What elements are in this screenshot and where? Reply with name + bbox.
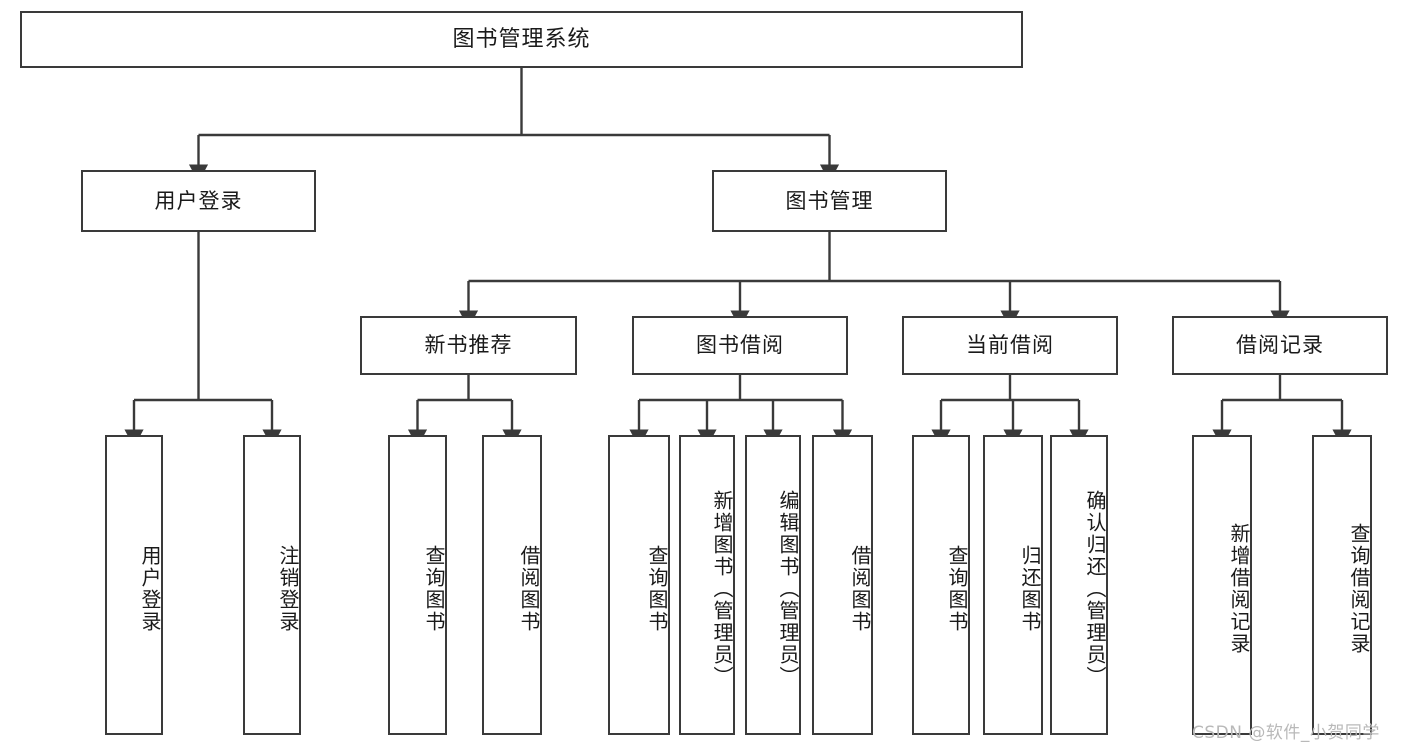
- node-l1: 用户登录: [105, 435, 163, 735]
- node-l9: 查询图书: [912, 435, 970, 735]
- node-label: 当前借阅: [966, 333, 1054, 358]
- node-label: 新书推荐: [424, 333, 513, 358]
- node-label: 图书借阅: [696, 333, 784, 358]
- node-label: 查询借阅记录: [1347, 523, 1371, 655]
- node-records: 借阅记录: [1172, 316, 1388, 375]
- node-label: 查询图书: [645, 545, 669, 633]
- node-l7: 编辑图书（管理员）: [745, 435, 801, 735]
- node-l11: 确认归还（管理员）: [1050, 435, 1108, 735]
- node-label: 归还图书: [1018, 545, 1042, 633]
- node-l5: 查询图书: [608, 435, 670, 735]
- node-borrow: 图书借阅: [632, 316, 848, 375]
- node-label: 借阅图书: [517, 545, 541, 633]
- node-label: 图书管理: [785, 188, 874, 213]
- node-l3: 查询图书: [388, 435, 447, 735]
- node-label: 编辑图书（管理员）: [776, 490, 800, 688]
- node-l4: 借阅图书: [482, 435, 542, 735]
- node-root: 图书管理系统: [20, 11, 1023, 68]
- node-l6: 新增图书（管理员）: [679, 435, 735, 735]
- node-l8: 借阅图书: [812, 435, 873, 735]
- node-l12: 新增借阅记录: [1192, 435, 1252, 735]
- node-current: 当前借阅: [902, 316, 1118, 375]
- node-label: 借阅记录: [1236, 333, 1324, 358]
- node-login: 用户登录: [81, 170, 316, 232]
- node-label: 用户登录: [138, 545, 162, 633]
- node-label: 查询图书: [945, 545, 969, 633]
- node-l10: 归还图书: [983, 435, 1043, 735]
- node-label: 图书管理系统: [452, 26, 591, 52]
- node-label: 新增借阅记录: [1227, 523, 1251, 655]
- node-newbook: 新书推荐: [360, 316, 577, 375]
- node-label: 新增图书（管理员）: [710, 490, 734, 688]
- node-bookmgmt: 图书管理: [712, 170, 947, 232]
- node-label: 注销登录: [276, 545, 300, 633]
- node-l13: 查询借阅记录: [1312, 435, 1372, 735]
- node-label: 用户登录: [154, 188, 243, 213]
- node-label: 查询图书: [422, 545, 446, 633]
- node-label: 确认归还（管理员）: [1083, 490, 1107, 688]
- node-l2: 注销登录: [243, 435, 301, 735]
- node-label: 借阅图书: [848, 545, 872, 633]
